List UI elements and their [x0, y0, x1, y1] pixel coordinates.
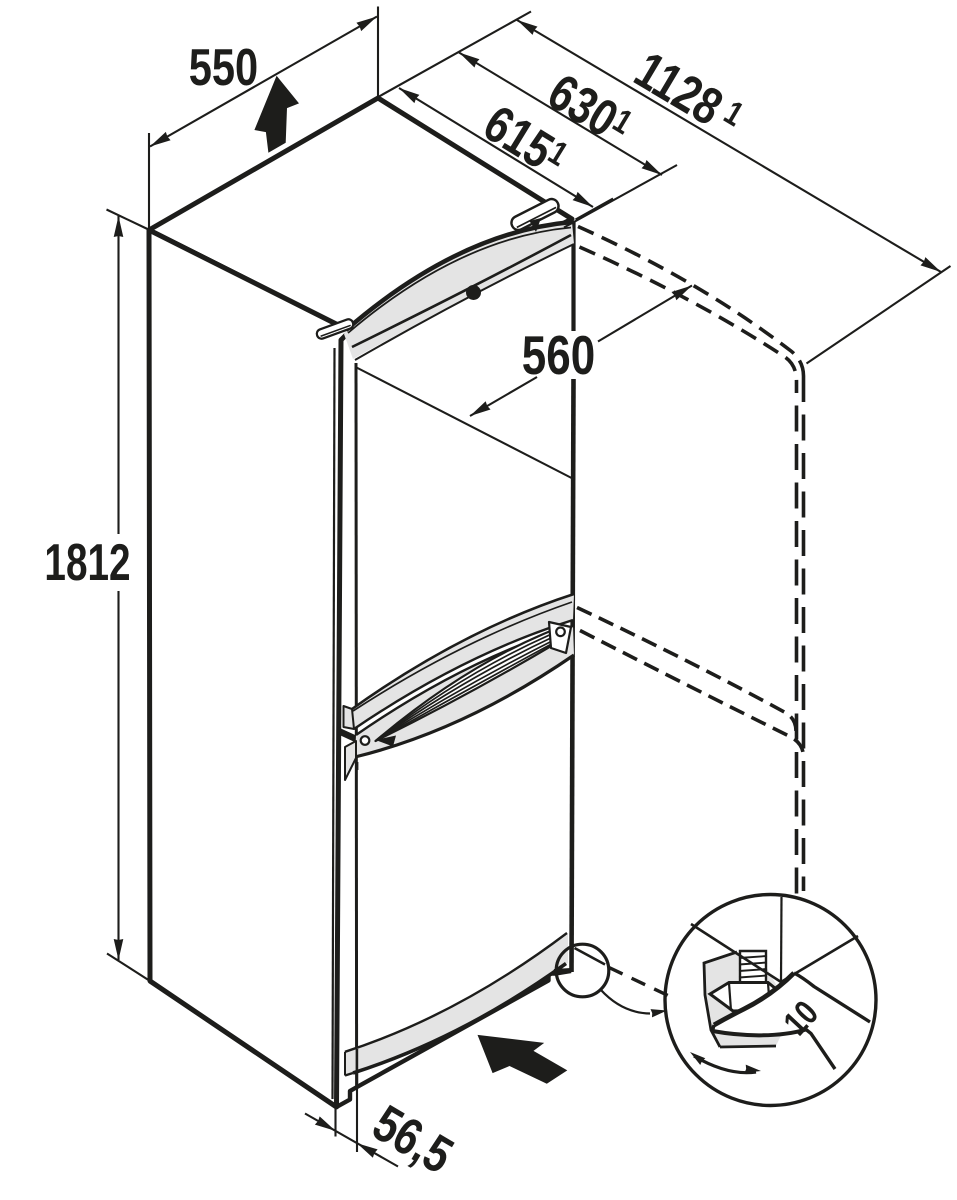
svg-text:1128 1: 1128 1	[625, 40, 752, 148]
svg-text:560: 560	[522, 324, 595, 386]
svg-text:1812: 1812	[44, 532, 130, 591]
svg-text:56,5: 56,5	[364, 1093, 463, 1185]
svg-text:550: 550	[189, 38, 258, 97]
